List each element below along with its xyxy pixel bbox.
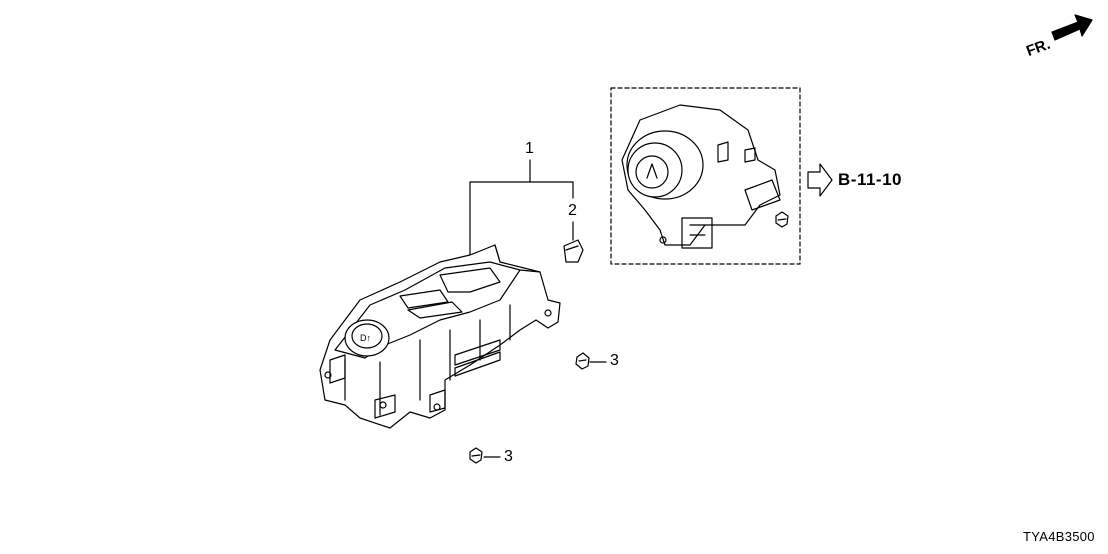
reference-arrow-icon xyxy=(807,163,833,197)
callout-part-3-upper: 3 xyxy=(610,352,619,369)
clip-part xyxy=(563,239,584,263)
part-1-leader-lines xyxy=(469,159,574,259)
screw-lower-icon xyxy=(469,447,483,464)
callout-part-3-lower: 3 xyxy=(504,448,513,465)
callout-part-1: 1 xyxy=(525,140,534,157)
front-direction-arrow-icon xyxy=(1051,14,1093,41)
svg-text:D↑: D↑ xyxy=(360,333,371,343)
reference-dashed-box xyxy=(610,87,801,265)
diagram-code: TYA4B3500 xyxy=(1023,529,1095,544)
switch-screw-icon xyxy=(775,211,789,228)
drive-mode-switch-assembly xyxy=(621,104,781,249)
screw-upper-icon xyxy=(575,352,590,370)
callout-part-2: 2 xyxy=(568,202,577,219)
reference-label: B-11-10 xyxy=(838,170,902,189)
shift-selector-assembly: D↑ xyxy=(319,244,561,429)
